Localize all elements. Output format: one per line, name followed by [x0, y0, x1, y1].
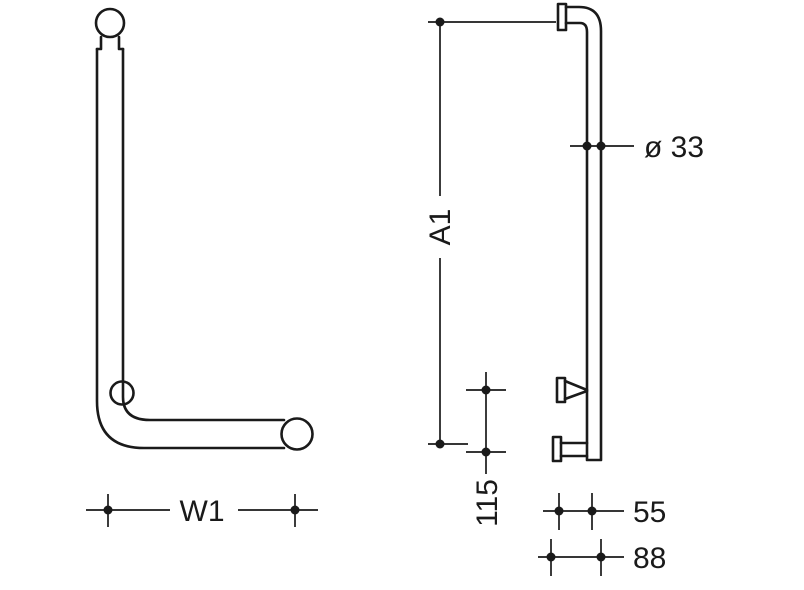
ink-fill: W1 A1	[86, 2, 704, 576]
dimension-dot	[596, 552, 606, 562]
dimension-115: 115	[466, 372, 506, 527]
dimension-w1: W1	[86, 494, 318, 528]
grab-bar-tube-front	[95, 47, 286, 450]
dim-label-88: 88	[633, 542, 666, 575]
dimension-a1: A1	[424, 17, 556, 449]
dim-label-a1: A1	[424, 209, 457, 246]
dimension-dot	[481, 447, 491, 457]
bottom-flange-arms	[559, 441, 589, 458]
dimension-dot	[554, 506, 564, 516]
dim-label-55: 55	[633, 496, 666, 529]
ink: W1 A1	[86, 2, 704, 576]
dimension-dot	[290, 505, 300, 515]
dimension-line	[428, 21, 556, 445]
dimension-dot	[435, 17, 445, 27]
dimension-dot	[596, 141, 606, 151]
dimension-dot	[582, 141, 592, 151]
top-wall-plate	[556, 2, 568, 32]
dim-label-diameter: ø 33	[644, 131, 704, 164]
mid-bracket-arms	[563, 379, 589, 401]
dimension-88: 88	[538, 539, 666, 576]
dimension-dot	[435, 439, 445, 449]
grab-bar-tube-side	[564, 5, 603, 462]
tube-collar	[95, 35, 125, 51]
end-rosette	[280, 417, 314, 451]
dim-label-115: 115	[471, 479, 504, 527]
dimension-dot	[546, 552, 556, 562]
front-view: W1	[86, 7, 318, 528]
side-view: A1 ø 33 115	[424, 2, 704, 576]
dimension-dot	[481, 385, 491, 395]
dimension-dot	[587, 506, 597, 516]
dimension-diameter: ø 33	[570, 131, 704, 164]
dimension-55: 55	[543, 493, 666, 530]
mid-bracket-plate	[555, 376, 567, 404]
dim-label-w1: W1	[180, 495, 225, 528]
wall-rosette	[94, 7, 126, 39]
dimension-dot	[103, 505, 113, 515]
bottom-flange-plate	[551, 435, 563, 463]
